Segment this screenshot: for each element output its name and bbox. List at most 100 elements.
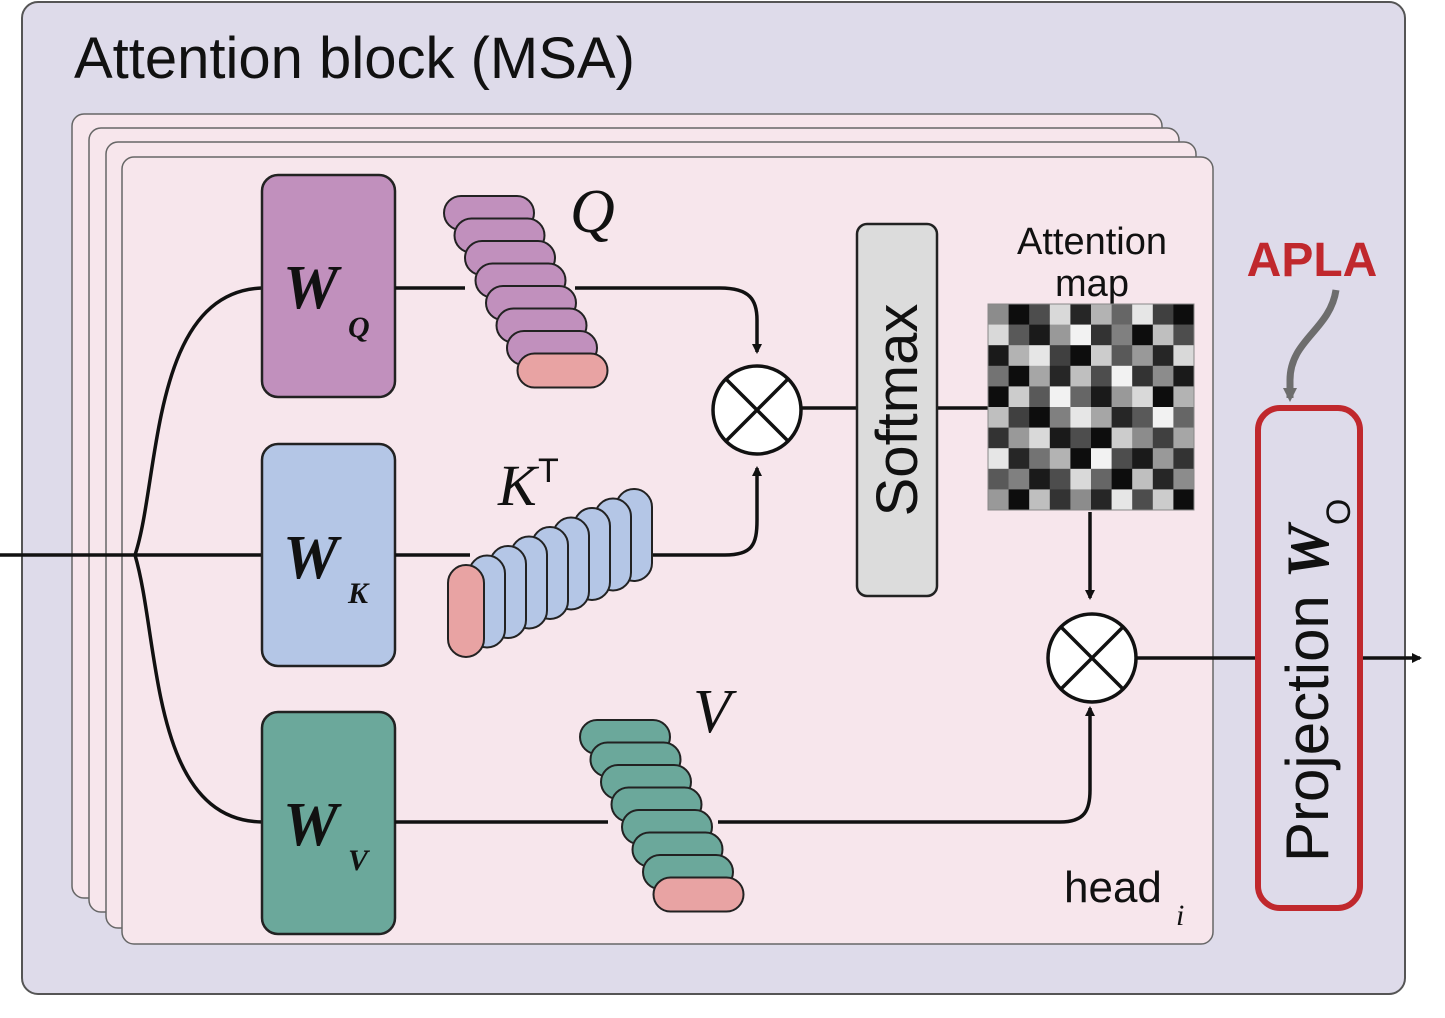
- attention-map-cell: [1029, 448, 1051, 470]
- attention-map-cell: [1111, 324, 1133, 346]
- attention-map-cell: [1049, 448, 1071, 470]
- apla-label: APLA: [1247, 234, 1378, 287]
- attention-map-cell: [1111, 345, 1133, 367]
- attention-map-cell: [1132, 386, 1154, 408]
- attention-map-cell: [1132, 407, 1154, 428]
- attention-map-cell: [1049, 324, 1071, 346]
- q-token-highlight: [516, 352, 609, 389]
- attention-map-cell: [1152, 448, 1174, 470]
- multiply-icon-qk: [711, 364, 803, 456]
- attention-map-cell: [1029, 345, 1051, 367]
- attention-map-cell: [1152, 345, 1174, 367]
- q-label: Q: [570, 178, 615, 246]
- attention-map-cell: [1132, 345, 1154, 367]
- attention-map-cell: [1029, 468, 1051, 490]
- multiply-icon-av: [1046, 612, 1138, 704]
- input-lines: [0, 286, 264, 824]
- attention-map-cell: [1173, 407, 1195, 428]
- attention-map-cell: [1008, 324, 1030, 346]
- attention-map-cell: [1049, 365, 1071, 387]
- attention-map-cell: [1111, 386, 1133, 408]
- attention-map-cell: [1070, 468, 1092, 490]
- attention-map-cell: [1070, 427, 1092, 449]
- attention-map-cell: [1029, 427, 1051, 449]
- attention-map-cell: [1132, 489, 1154, 511]
- attention-map-cell: [1008, 489, 1030, 511]
- attention-map-cell: [1152, 386, 1174, 408]
- attention-map-cell: [1173, 448, 1195, 470]
- apla-arrow: [1283, 289, 1340, 402]
- q-tokens: [443, 195, 609, 389]
- attention-map-cell: [988, 489, 1009, 511]
- attention-map-cell: [1152, 324, 1174, 346]
- attention-map-cell: [1173, 427, 1195, 449]
- attention-map-cell: [1152, 489, 1174, 511]
- attention-map-cell: [1070, 407, 1092, 428]
- projection-box: Projection WO: [1255, 405, 1363, 911]
- attention-map-cell: [1049, 489, 1071, 511]
- attention-map-cell: [1008, 407, 1030, 428]
- attention-map-cell: [1152, 304, 1174, 325]
- attention-map-cell: [1152, 427, 1174, 449]
- attention-map-cell: [1173, 324, 1195, 346]
- svg-text:Projection WO: Projection WO: [1274, 499, 1358, 862]
- attention-map-cell: [1049, 386, 1071, 408]
- attention-map-cell: [1070, 324, 1092, 346]
- attention-map-cell: [1008, 365, 1030, 387]
- attention-map-cell: [1070, 489, 1092, 511]
- attention-map-cell: [1049, 304, 1071, 325]
- attention-map-cell: [1049, 427, 1071, 449]
- attention-map-cell: [1091, 468, 1112, 490]
- softmax-box: Softmax: [855, 222, 939, 598]
- attention-map-cell: [1070, 345, 1092, 367]
- attention-map-cell: [1173, 489, 1195, 511]
- attention-map-cell: [1029, 304, 1051, 325]
- attention-map-cell: [1008, 468, 1030, 490]
- wq-sub: Q: [348, 311, 370, 344]
- attention-map-cell: [1070, 448, 1092, 470]
- head-label: head: [1064, 863, 1162, 912]
- attention-map-cell: [1132, 365, 1154, 387]
- attention-map-cell: [1111, 304, 1133, 325]
- projection-label: Projection: [1274, 579, 1341, 862]
- head-sub: i: [1176, 899, 1184, 932]
- attention-map-cell: [1152, 365, 1174, 387]
- k-label: K: [497, 453, 540, 518]
- wk-sub: K: [347, 577, 370, 610]
- attention-map-cell: [988, 448, 1009, 470]
- attention-map-cell: [988, 345, 1009, 367]
- attention-map-title-2: map: [1055, 263, 1129, 305]
- attention-map-cell: [988, 304, 1009, 325]
- wq-box: W Q: [260, 173, 397, 399]
- attention-map-cell: [1091, 489, 1112, 511]
- attention-map-border: [987, 303, 1195, 511]
- attention-map-cell: [988, 386, 1009, 408]
- k-token-highlight: [447, 564, 485, 658]
- wv-sub: V: [348, 844, 371, 877]
- softmax-label: Softmax: [865, 304, 930, 517]
- attention-map-cell: [1029, 489, 1051, 511]
- attention-map-cell: [1029, 386, 1051, 408]
- attention-map-cell: [1132, 427, 1154, 449]
- attention-map-cell: [1132, 304, 1154, 325]
- attention-map-cell: [1008, 304, 1030, 325]
- attention-map-cell: [1091, 448, 1112, 470]
- attention-map-cell: [1091, 386, 1112, 408]
- wk-box: W K: [260, 442, 397, 668]
- attention-map-cell: [1008, 345, 1030, 367]
- attention-map-cell: [1091, 324, 1112, 346]
- attention-map-cell: [1029, 365, 1051, 387]
- attention-map-cell: [1091, 427, 1112, 449]
- attention-map-cell: [1173, 345, 1195, 367]
- k-sup: T: [538, 452, 559, 490]
- v-label: V: [693, 678, 737, 746]
- wk-label: W: [283, 524, 342, 592]
- attention-map-cell: [1173, 468, 1195, 490]
- attention-map-cell: [1111, 365, 1133, 387]
- attention-map-cell: [1091, 304, 1112, 325]
- attention-map-cell: [988, 407, 1009, 428]
- attention-map-cell: [988, 324, 1009, 346]
- attention-map-cell: [1070, 365, 1092, 387]
- attention-map-cell: [1029, 324, 1051, 346]
